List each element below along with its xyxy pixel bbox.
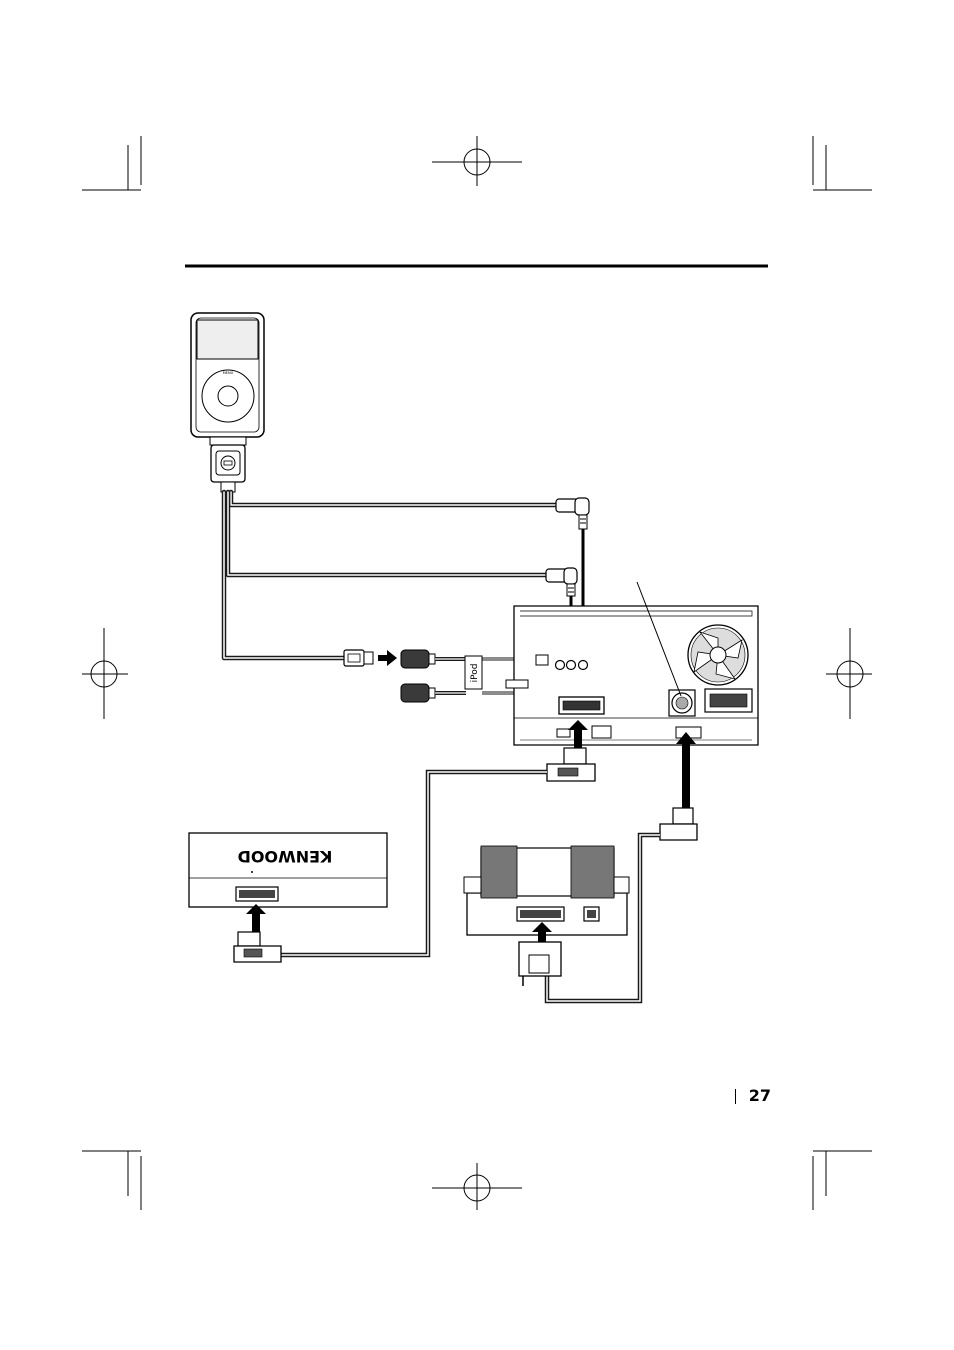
audio-mini-plug — [556, 498, 589, 529]
ipod-cables — [224, 492, 556, 658]
power-socket — [705, 689, 752, 712]
brand-logo: KENWOOD — [238, 847, 333, 866]
box-arrow — [246, 904, 266, 932]
ipod-dock-connector — [210, 437, 246, 492]
ipod-device: MENU — [191, 313, 264, 437]
ipod-screen — [197, 320, 258, 359]
bus-socket — [559, 697, 604, 714]
cooling-fan — [688, 625, 748, 685]
ipod-tag-label: iPod — [470, 664, 480, 683]
kenwood-accessory-box: KENWOOD — [189, 833, 387, 907]
din-socket — [669, 690, 695, 716]
usb-extension-cable-2 — [401, 684, 518, 702]
center-button — [218, 386, 238, 406]
tuner-plug — [519, 942, 561, 986]
head-unit-rear — [506, 606, 758, 745]
registration-mark-right — [826, 628, 872, 719]
rca-jacks — [556, 661, 588, 670]
tuner-module — [464, 846, 629, 935]
registration-mark-bottom — [432, 1163, 522, 1210]
ipod-cable-tag: iPod — [465, 656, 482, 689]
bus-plug-box — [234, 932, 281, 962]
din-plug — [660, 808, 697, 840]
svg-text:MENU: MENU — [223, 371, 234, 375]
video-mini-plug — [546, 568, 577, 596]
bus-plug-head-unit — [547, 748, 595, 781]
usb-arrow — [378, 650, 397, 666]
usb-plug — [344, 650, 373, 666]
page-number: 27 — [731, 1086, 771, 1108]
registration-mark-top — [432, 136, 522, 186]
registration-mark-left — [82, 628, 128, 719]
din-arrow — [676, 732, 696, 808]
